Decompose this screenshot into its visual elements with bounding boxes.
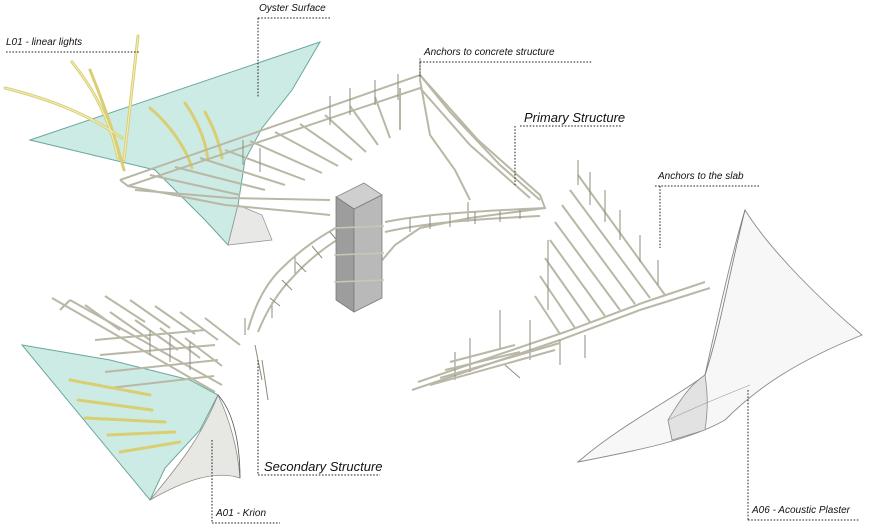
oyster-surface-label: Oyster Surface bbox=[259, 3, 326, 14]
linear-lights-label: L01 - linear lights bbox=[6, 37, 83, 48]
concrete-core bbox=[333, 182, 385, 313]
slab-anchor-structure bbox=[411, 160, 711, 391]
secondary-structure-label: Secondary Structure bbox=[264, 459, 383, 474]
secondary-structure bbox=[51, 295, 269, 454]
anchors-slab-label: Anchors to the slab bbox=[658, 171, 744, 182]
primary-structure bbox=[119, 58, 547, 333]
krion-label: A01 - Krion bbox=[216, 508, 267, 519]
leader-lines bbox=[6, 17, 860, 524]
oyster-surface bbox=[28, 41, 322, 247]
anchors-concrete-label: Anchors to concrete structure bbox=[424, 47, 555, 58]
acoustic-plaster-label: A06 - Acoustic Plaster bbox=[752, 505, 851, 516]
linear-lights bbox=[3, 34, 224, 172]
primary-structure-label: Primary Structure bbox=[524, 110, 626, 125]
acoustic-plaster-surface bbox=[576, 208, 863, 463]
krion-surface bbox=[20, 344, 241, 501]
